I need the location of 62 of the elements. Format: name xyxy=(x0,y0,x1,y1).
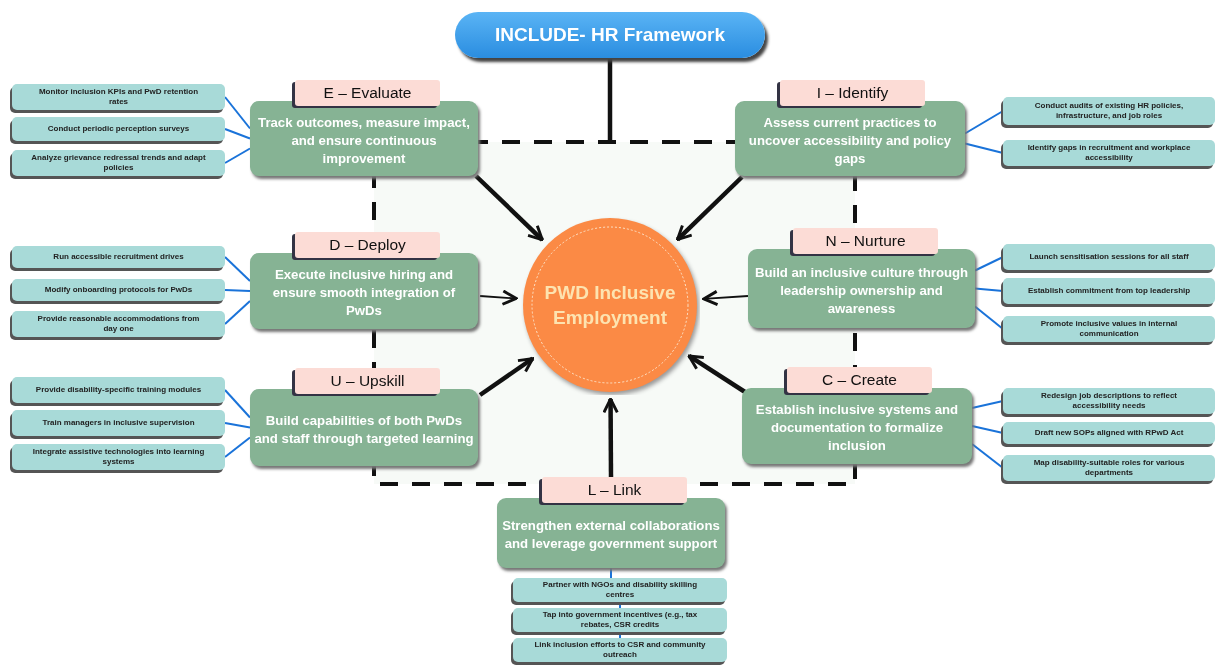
stage-heading: D – Deploy xyxy=(295,232,440,258)
callout-box: Provide reasonable accommodations from day one xyxy=(12,311,225,337)
connector-line xyxy=(224,96,251,130)
connector-line xyxy=(964,142,1004,154)
connector-line xyxy=(224,436,251,458)
connector-line xyxy=(224,147,251,164)
stage-heading: L – Link xyxy=(542,477,687,503)
stage-heading: E – Evaluate xyxy=(295,80,440,106)
callout-box: Monitor inclusion KPIs and PwD retention rates xyxy=(12,84,225,110)
arrow xyxy=(478,356,535,397)
connector-line xyxy=(224,422,251,429)
stage-box: Establish inclusive systems and documentation to formalize inclusion xyxy=(742,388,972,464)
connector-line xyxy=(971,443,1004,469)
arrow xyxy=(602,397,619,477)
callout-box: Modify onboarding protocols for PwDs xyxy=(12,279,225,301)
arrow xyxy=(479,289,518,306)
arrow xyxy=(675,175,744,242)
stage-heading: N – Nurture xyxy=(793,228,938,254)
connector-line xyxy=(607,58,613,140)
connector-line xyxy=(224,128,251,140)
connector-line xyxy=(964,110,1004,135)
callout-box: Integrate assistive technologies into learning systems xyxy=(12,444,225,470)
callout-box: Partner with NGOs and disability skilling centres xyxy=(513,578,727,602)
stage-heading: C – Create xyxy=(787,367,932,393)
center-label: PWD Inclusive Employment xyxy=(543,281,677,330)
callout-box: Conduct periodic perception surveys xyxy=(12,117,225,141)
title-banner: INCLUDE- HR Framework xyxy=(455,12,765,58)
callout-box: Promote inclusive values in internal communication xyxy=(1003,316,1215,342)
callout-box: Run accessible recruitment drives xyxy=(12,246,225,268)
connector-line xyxy=(224,389,251,419)
callout-box: Conduct audits of existing HR policies, infrastructure, and job roles xyxy=(1003,97,1215,125)
connector-line xyxy=(974,256,1004,272)
stage-box: Track outcomes, measure impact, and ensure continuous improvement xyxy=(250,101,478,176)
callout-box: Tap into government incentives (e.g., tax rebates, CSR credits xyxy=(513,608,727,632)
connector-line xyxy=(224,289,251,292)
callout-box: Analyze grievance redressal trends and adapt policies xyxy=(12,150,225,176)
stage-box: Strengthen external collaborations and leverage government support xyxy=(497,498,725,568)
callout-box: Map disability-suitable roles for various departments xyxy=(1003,455,1215,481)
arrow xyxy=(474,174,544,242)
callout-box: Provide disability-specific training modules xyxy=(12,377,225,403)
stage-heading: U – Upskill xyxy=(295,368,440,394)
connector-line xyxy=(971,400,1004,409)
connector-line xyxy=(974,287,1004,292)
callout-box: Establish commitment from top leadership xyxy=(1003,278,1215,304)
callout-box: Draft new SOPs aligned with RPwD Act xyxy=(1003,422,1215,444)
callout-box: Train managers in inclusive supervision xyxy=(12,410,225,436)
stage-box: Build an inclusive culture through leadership ownership and awareness xyxy=(748,249,975,328)
connector-line xyxy=(224,256,251,282)
connector-line xyxy=(971,425,1004,434)
connector-line xyxy=(224,300,251,325)
callout-box: Redesign job descriptions to reflect accessibility needs xyxy=(1003,388,1215,414)
callout-box: Launch sensitisation sessions for all staff xyxy=(1003,244,1215,270)
stage-box: Build capabilities of both PwDs and staff through targeted learning xyxy=(250,389,478,466)
connector-line xyxy=(974,305,1004,330)
arrow xyxy=(702,289,749,307)
stage-box: Assess current practices to uncover accessibility and policy gaps xyxy=(735,101,965,176)
callout-box: Link inclusion efforts to CSR and community outreach xyxy=(513,638,727,662)
connector-line xyxy=(610,567,612,579)
stage-box: Execute inclusive hiring and ensure smooth integration of PwDs xyxy=(250,253,478,329)
arrow xyxy=(687,354,747,394)
stage-heading: I – Identify xyxy=(780,80,925,106)
callout-box: Identify gaps in recruitment and workplace accessibility xyxy=(1003,140,1215,166)
